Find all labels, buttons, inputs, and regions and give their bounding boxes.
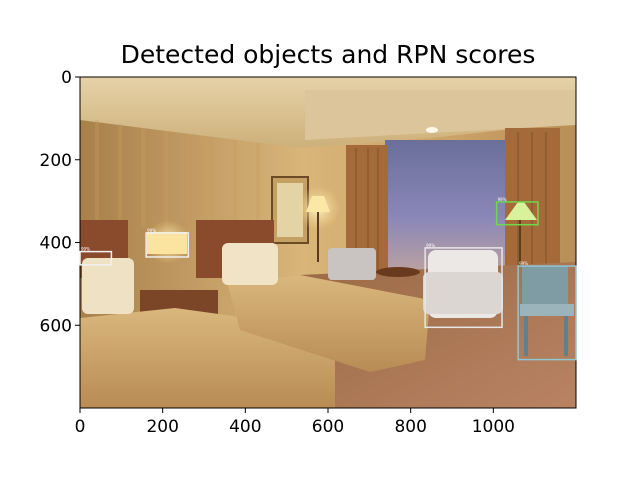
detection-score-label: 99% xyxy=(147,228,156,233)
x-tick-label: 0 xyxy=(75,417,86,437)
x-tick-label: 600 xyxy=(312,417,344,437)
detection-box-floor-lamp xyxy=(495,201,539,226)
detections-layer: 99% 99% 99% 99% 99% xyxy=(79,197,577,361)
hotel-room-photo xyxy=(80,77,576,408)
figure-title: Detected objects and RPN scores xyxy=(120,40,536,69)
x-tick-label: 1000 xyxy=(472,417,515,437)
detection-box-wall-sconce-left xyxy=(79,250,113,266)
y-tick-label: 0 xyxy=(61,68,72,88)
detection-score-label: 99% xyxy=(81,247,90,252)
detection-box-armchair xyxy=(424,247,503,329)
detection-box-bedside-lamp xyxy=(145,232,190,258)
detection-score-label: 99% xyxy=(519,261,528,266)
detection-score-label: 99% xyxy=(498,197,507,202)
x-tick-label: 800 xyxy=(394,417,426,437)
x-tick-label: 400 xyxy=(229,417,261,437)
y-tick-label: 600 xyxy=(40,316,72,336)
axis-ticks: 0 200 400 600 800 1000 0 200 400 600 xyxy=(40,68,515,437)
detection-score-label: 99% xyxy=(426,243,435,248)
y-tick-label: 200 xyxy=(40,151,72,171)
x-tick-label: 200 xyxy=(146,417,178,437)
y-tick-label: 400 xyxy=(40,234,72,254)
detection-box-side-chair xyxy=(517,265,577,361)
